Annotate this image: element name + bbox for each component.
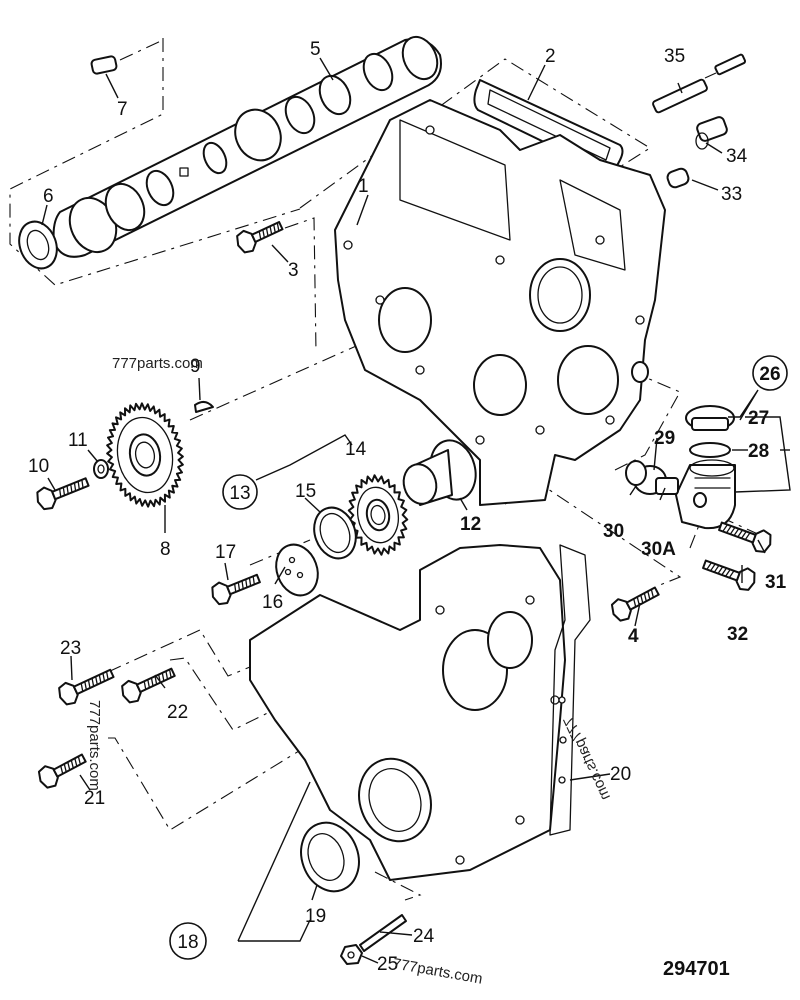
assembly-line-bolt-3: [284, 217, 317, 353]
assembly-line-filler: [614, 369, 681, 471]
callout-6: 6: [43, 186, 54, 207]
cover-bore-2: [487, 611, 533, 669]
plug: [666, 167, 690, 189]
case-bore-3: [473, 354, 527, 416]
bolt-21: [37, 753, 87, 789]
front-gasket: [549, 544, 591, 836]
callout-31: 31: [765, 572, 787, 593]
watermark: 777parts.com: [112, 355, 203, 372]
case-bore-1: [378, 287, 432, 353]
callout-8: 8: [160, 539, 171, 560]
bolt-10: [36, 477, 90, 511]
assembly-line-gear-8: [189, 321, 411, 421]
woodruff-key: [194, 401, 214, 413]
callout-11: 11: [68, 430, 88, 451]
callout-28: 28: [748, 441, 769, 462]
bolt-22: [121, 667, 176, 704]
callout-26: 26: [759, 364, 780, 385]
hub: [402, 439, 477, 506]
timing-cover: [249, 544, 566, 881]
camshaft-key-slot: [179, 167, 189, 177]
bolt-31: [718, 521, 772, 553]
watermark: 777parts.com: [560, 713, 614, 803]
callout-34: 34: [726, 146, 748, 167]
callout-5: 5: [310, 39, 321, 60]
callout-21: 21: [84, 788, 105, 809]
callout-18: 18: [177, 932, 198, 953]
callout-14: 14: [345, 439, 367, 460]
timing-case: [334, 99, 666, 506]
callout-29: 29: [654, 428, 675, 449]
callout-22: 22: [167, 702, 188, 723]
callout-2: 2: [545, 46, 556, 67]
assembly-line-stud-24: [374, 871, 422, 901]
assembly-line-camshaft-box: [9, 38, 301, 286]
watermark: 777parts.com: [86, 700, 103, 791]
callout-27: 27: [748, 408, 769, 429]
filler-cap: [685, 405, 735, 431]
cover-seal-bore: [358, 757, 432, 843]
filler-gasket: [625, 460, 647, 486]
circle-tag-26: [752, 355, 788, 391]
callout-7: 7: [117, 99, 128, 120]
callout-13: 13: [229, 483, 250, 504]
callout-20: 20: [610, 764, 631, 785]
oil-seal: [300, 821, 360, 893]
assembly-line-bolt-21: [108, 682, 411, 831]
case-filler-port: [631, 361, 649, 383]
callout-10: 10: [28, 456, 49, 477]
callout-9: 9: [190, 356, 201, 377]
thrust-washer: [18, 220, 58, 270]
callout-16: 16: [262, 592, 283, 613]
bolt-4: [610, 586, 660, 622]
assembly-line-key: [119, 39, 164, 61]
bolt-3: [236, 221, 284, 254]
callout-3: 3: [288, 260, 299, 281]
callout-23: 23: [60, 638, 81, 659]
callout-30a: 30A: [641, 539, 676, 560]
callout-24: 24: [413, 926, 435, 947]
bolts: [36, 221, 772, 789]
watermark: 777parts.com: [391, 955, 483, 988]
nut: [340, 944, 363, 965]
bolt-32: [702, 559, 756, 591]
case-bore-2: [529, 258, 591, 332]
callout-17: 17: [215, 542, 236, 563]
sender-cable: [652, 53, 747, 114]
callout-labels: 1 2 3 4 5 6 7 8 9 10 11 12 13 14 15 16 1…: [28, 39, 788, 975]
callout-1: 1: [358, 176, 369, 197]
callout-12: 12: [460, 514, 481, 535]
switch: [695, 116, 728, 150]
circle-tag-18: [169, 922, 207, 960]
camshaft-gear: [106, 402, 184, 508]
reference-number: 294701: [663, 958, 730, 980]
assembly-line-bolt-22: [169, 642, 411, 731]
case-bore-4: [557, 345, 619, 415]
callout-33: 33: [721, 184, 742, 205]
bolt-23: [58, 668, 115, 706]
assembly-line-bolt-23: [107, 629, 251, 677]
callout-32: 32: [727, 624, 748, 645]
callout-15: 15: [295, 481, 316, 502]
bolt-17: [211, 573, 261, 606]
plate: [275, 543, 319, 597]
filler-seal: [689, 442, 731, 458]
stud: [359, 914, 407, 952]
callout-19: 19: [305, 906, 326, 927]
callout-4: 4: [628, 626, 639, 647]
bush: [313, 506, 357, 560]
callout-35: 35: [664, 46, 685, 67]
leader-lines: [41, 57, 791, 964]
filler-elbow: [675, 459, 736, 530]
key: [90, 55, 118, 75]
circle-tag-13: [222, 474, 258, 510]
washer-11: [93, 459, 109, 479]
callout-25: 25: [377, 954, 398, 975]
callout-30: 30: [603, 521, 624, 542]
camshaft: [52, 35, 442, 258]
idler-gear: [347, 474, 409, 556]
gear-hub: [128, 433, 162, 477]
